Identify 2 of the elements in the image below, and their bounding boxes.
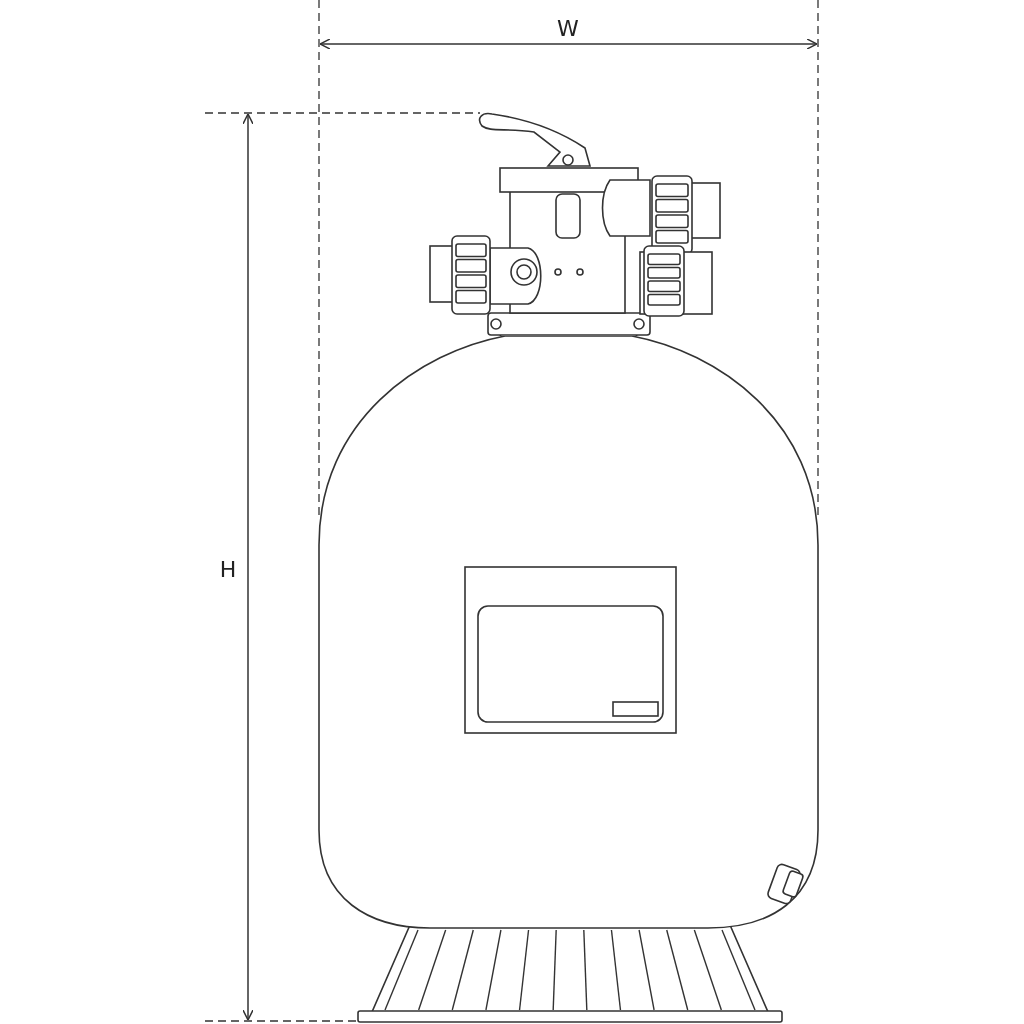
- dimension-label: H: [219, 559, 237, 581]
- dimension-label: W: [557, 18, 579, 40]
